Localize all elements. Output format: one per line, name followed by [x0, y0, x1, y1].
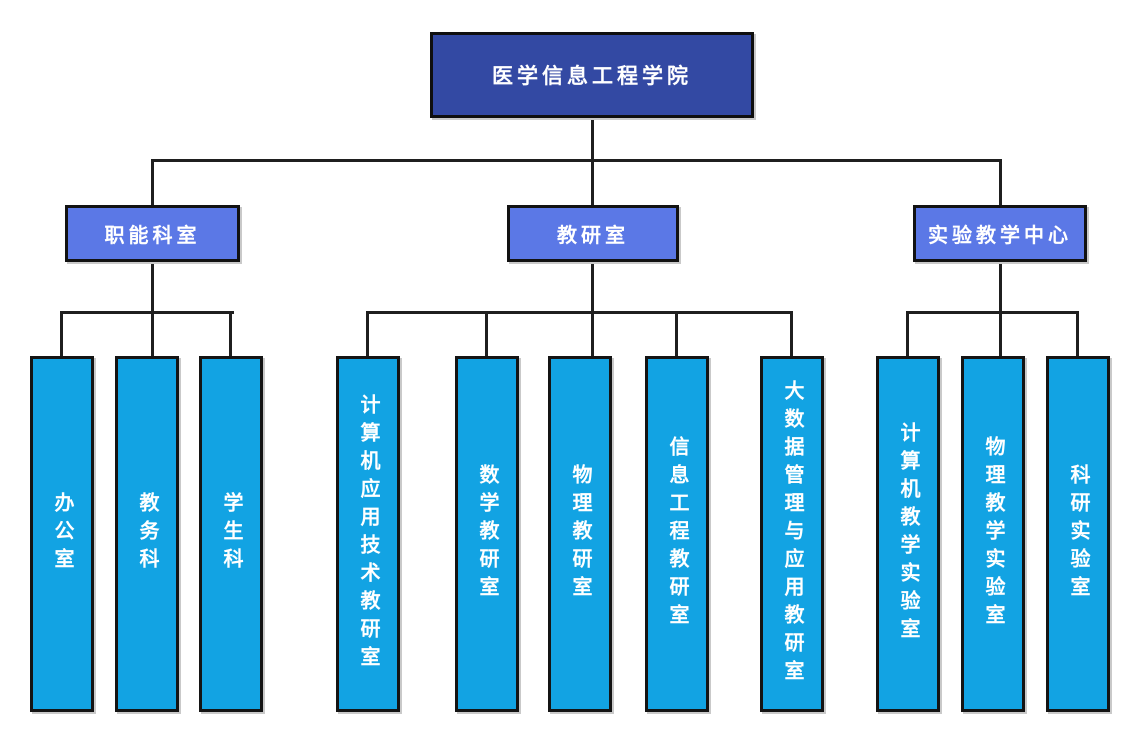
- node-label: 办公室: [51, 492, 73, 576]
- connector-line: [1076, 311, 1079, 356]
- leaf-information-engineering-office: 信息工程教研室: [645, 356, 709, 712]
- connector-line: [485, 311, 488, 356]
- leaf-physics-office: 物理教研室: [548, 356, 612, 712]
- node-label: 实验教学中心: [928, 225, 1072, 247]
- node-label: 数学教研室: [476, 464, 498, 604]
- connector-line: [151, 159, 1001, 162]
- leaf-physics-teaching-lab: 物理教学实验室: [961, 356, 1025, 712]
- connector-line: [790, 311, 793, 356]
- leaf-computer-teaching-lab: 计算机教学实验室: [876, 356, 940, 712]
- node-label: 教研室: [557, 225, 629, 247]
- node-label: 物理教研室: [569, 464, 591, 604]
- connector-line: [999, 262, 1002, 356]
- leaf-student-section: 学生科: [199, 356, 263, 712]
- node-label: 信息工程教研室: [666, 436, 688, 632]
- node-experimental-teaching-center: 实验教学中心: [913, 205, 1087, 262]
- connector-line: [999, 159, 1002, 205]
- node-label: 物理教学实验室: [982, 436, 1004, 632]
- node-label: 教务科: [136, 492, 158, 576]
- connector-line: [906, 311, 909, 356]
- connector-line: [591, 262, 594, 356]
- connector-line: [906, 311, 1079, 314]
- node-label: 计算机教学实验室: [897, 422, 919, 646]
- node-functional-offices: 职能科室: [65, 205, 240, 262]
- connector-line: [151, 159, 154, 205]
- node-college-root: 医学信息工程学院: [430, 32, 754, 118]
- connector-line: [151, 262, 154, 356]
- node-label: 职能科室: [104, 225, 201, 247]
- connector-line: [366, 311, 369, 356]
- connector-line: [229, 311, 232, 356]
- leaf-research-lab: 科研实验室: [1046, 356, 1110, 712]
- node-teaching-research-offices: 教研室: [507, 205, 679, 262]
- node-label: 科研实验室: [1067, 464, 1089, 604]
- node-label: 学生科: [220, 492, 242, 576]
- connector-line: [675, 311, 678, 356]
- node-label: 计算机应用技术教研室: [357, 394, 379, 674]
- leaf-academic-affairs-section: 教务科: [115, 356, 179, 712]
- node-label: 大数据管理与应用教研室: [781, 380, 803, 688]
- node-label: 医学信息工程学院: [492, 65, 692, 88]
- leaf-math-office: 数学教研室: [455, 356, 519, 712]
- leaf-computer-application-tech-office: 计算机应用技术教研室: [336, 356, 400, 712]
- connector-line: [60, 311, 63, 356]
- connector-line: [591, 159, 594, 205]
- connector-line: [591, 118, 594, 160]
- leaf-big-data-management-application-office: 大数据管理与应用教研室: [760, 356, 824, 712]
- leaf-office: 办公室: [30, 356, 94, 712]
- connector-line: [61, 311, 234, 314]
- connector-line: [366, 311, 793, 314]
